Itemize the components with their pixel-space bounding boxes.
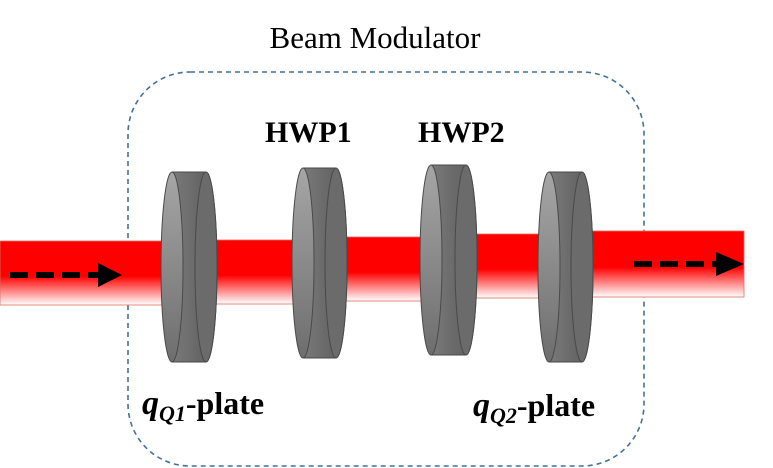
- q2-plate-label: qQ2-plate: [473, 387, 595, 428]
- q1-suffix: -plate: [186, 385, 264, 421]
- input-dashed-arrow: [10, 263, 122, 287]
- hwp1-plate: [291, 167, 348, 359]
- q1-plate: [160, 171, 218, 363]
- diagram-title: Beam Modulator: [270, 20, 482, 55]
- q1-symbol: q: [142, 385, 159, 422]
- hwp2-label: HWP2: [418, 116, 505, 149]
- q2-suffix: -plate: [517, 387, 595, 423]
- q2-plate: [537, 171, 594, 363]
- q2-subscript: Q2: [490, 403, 517, 428]
- hwp1-label: HWP1: [265, 116, 352, 149]
- q2-symbol: q: [473, 387, 490, 424]
- output-dashed-arrow: [634, 252, 744, 276]
- q1-subscript: Q1: [159, 401, 186, 426]
- beam-segment-2: [209, 239, 305, 305]
- hwp2-plate: [419, 164, 478, 356]
- q1-plate-label: qQ1-plate: [142, 385, 264, 426]
- beam-segment-3: [337, 236, 433, 302]
